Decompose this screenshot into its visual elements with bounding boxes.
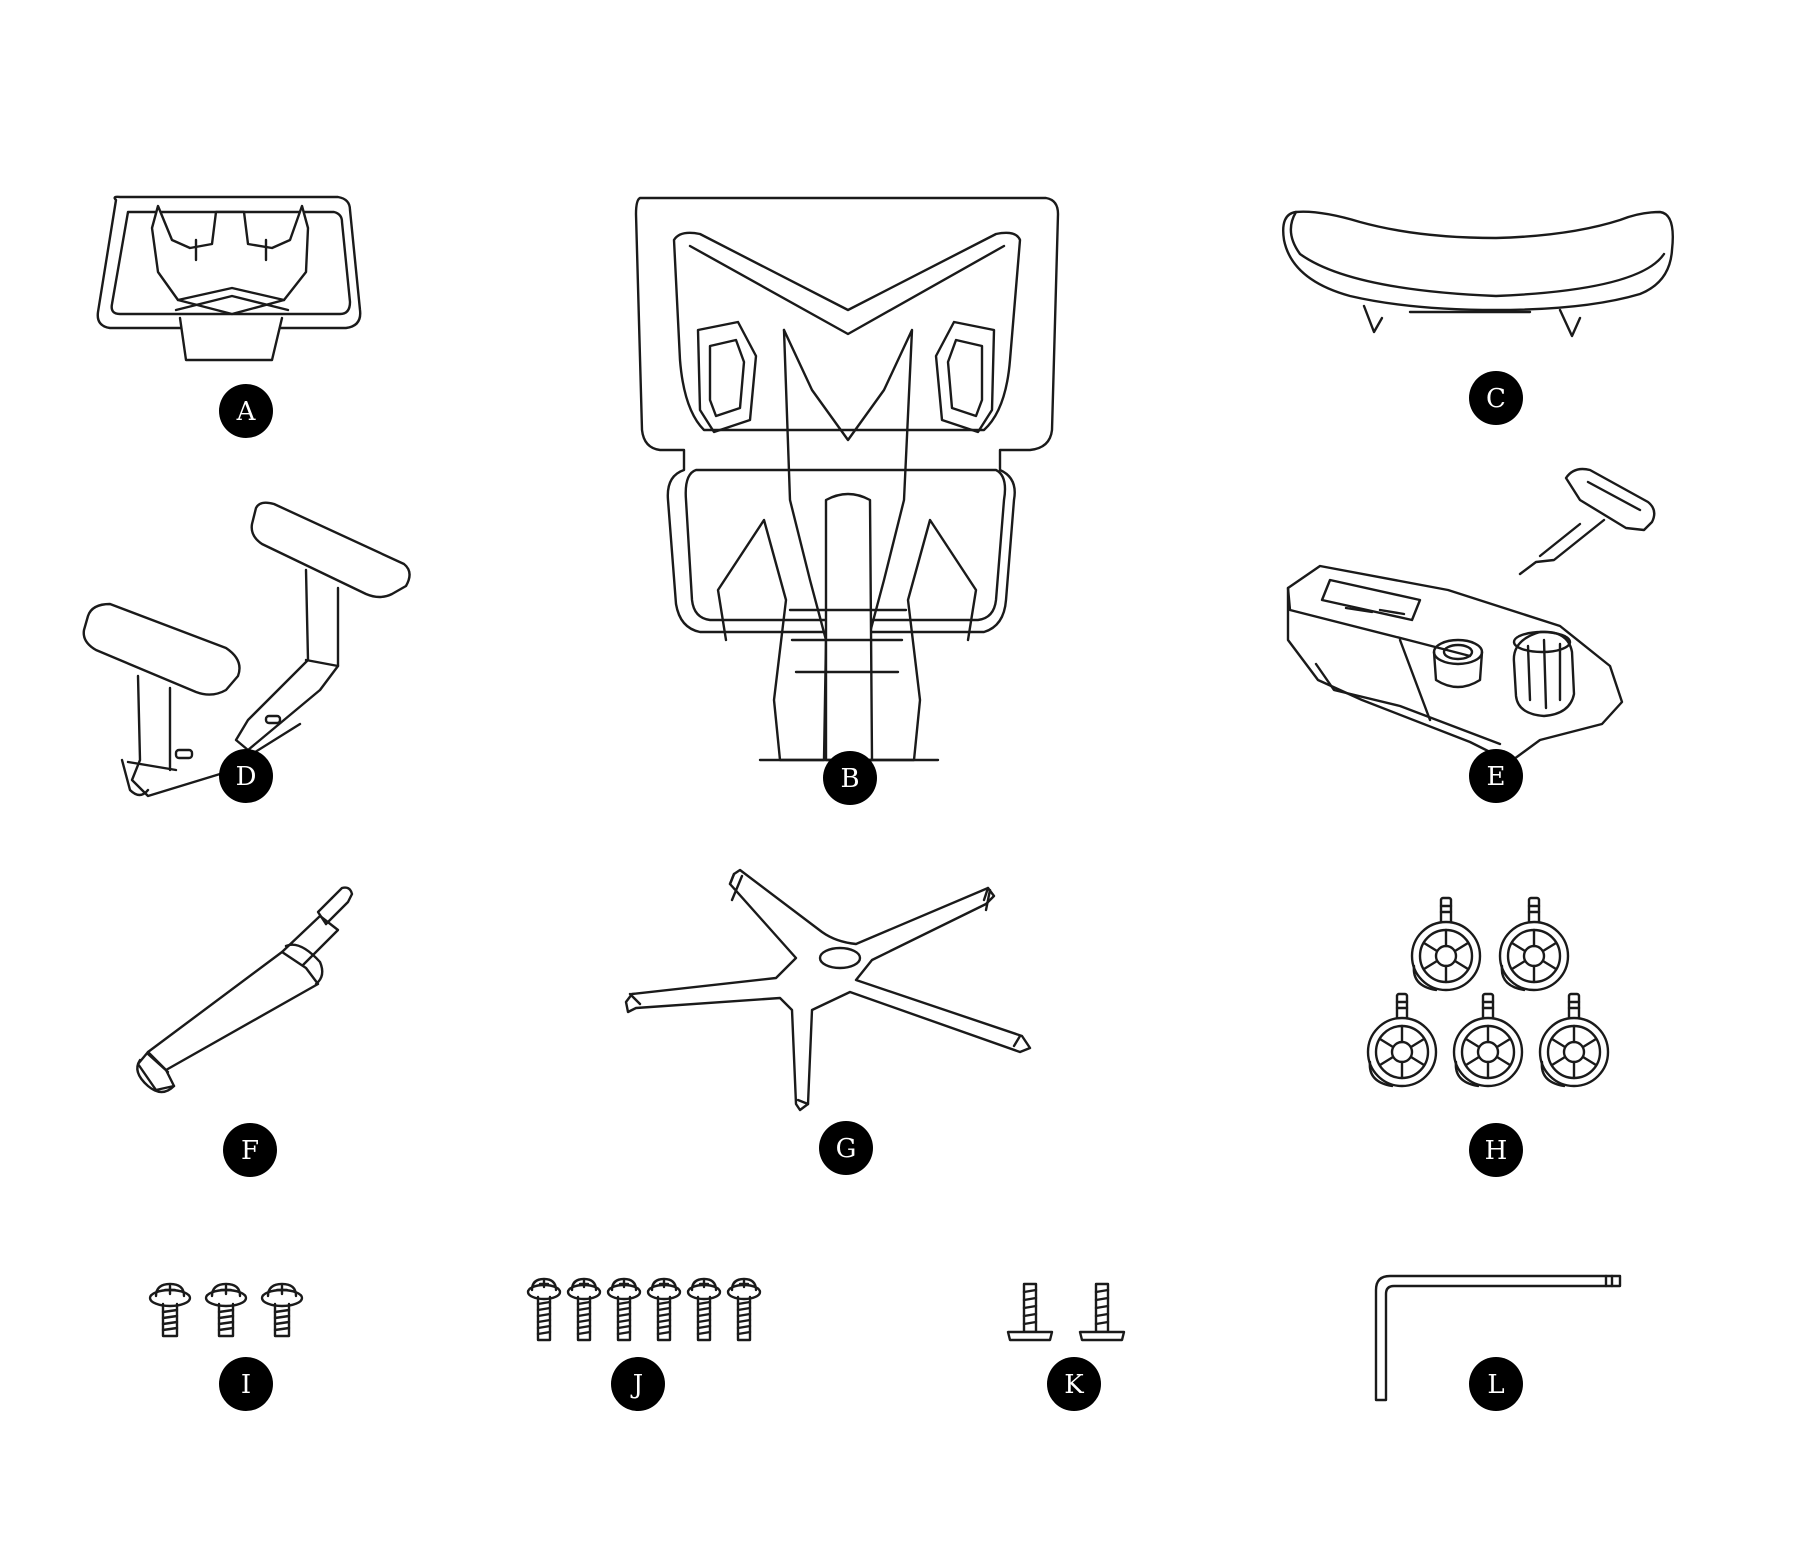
bolt-i-3 <box>260 1282 304 1338</box>
label-badge-B: B <box>823 751 877 805</box>
svg-text:A: A <box>236 397 257 427</box>
svg-text:K: K <box>1064 1370 1084 1400</box>
caster-4 <box>1452 992 1524 1088</box>
svg-text:F: F <box>241 1136 259 1166</box>
bolt-j-1 <box>526 1277 562 1342</box>
label-badge-D: D <box>219 749 273 803</box>
part-hex-key <box>1376 1276 1620 1400</box>
bolt-j-3 <box>606 1277 642 1342</box>
svg-text:J: J <box>630 1370 643 1400</box>
label-badge-G: G <box>819 1121 873 1175</box>
label-badge-I: I <box>219 1357 273 1411</box>
caster-5 <box>1538 992 1610 1088</box>
svg-text:H: H <box>1485 1136 1508 1166</box>
bolt-j-5 <box>686 1277 722 1342</box>
screw-k-2 <box>1078 1282 1126 1342</box>
svg-text:C: C <box>1486 384 1506 414</box>
svg-text:D: D <box>236 762 257 792</box>
label-badge-F: F <box>223 1123 277 1177</box>
label-badge-L: L <box>1469 1357 1523 1411</box>
part-bolts-i <box>148 1282 304 1338</box>
part-backrest <box>636 198 1058 760</box>
label-badge-J: J <box>611 1357 665 1411</box>
part-gas-cylinder <box>137 888 352 1092</box>
part-casters <box>1366 896 1610 1088</box>
label-badge-E: E <box>1469 749 1523 803</box>
part-headrest <box>98 197 360 360</box>
svg-text:L: L <box>1487 1370 1504 1400</box>
svg-text:G: G <box>836 1134 857 1164</box>
svg-text:I: I <box>241 1370 251 1400</box>
bolt-j-2 <box>566 1277 602 1342</box>
part-bolts-j <box>526 1277 762 1342</box>
part-seat-cushion <box>1283 212 1673 336</box>
screw-k-1 <box>1006 1282 1054 1342</box>
label-badge-H: H <box>1469 1123 1523 1177</box>
label-badge-A: A <box>219 384 273 438</box>
part-seat-mechanism <box>1288 469 1654 762</box>
bolt-j-6 <box>726 1277 762 1342</box>
label-badge-K: K <box>1047 1357 1101 1411</box>
bolt-j-4 <box>646 1277 682 1342</box>
caster-3 <box>1366 992 1438 1088</box>
bolt-i-2 <box>204 1282 248 1338</box>
part-five-star-base <box>626 870 1030 1110</box>
bolt-i-1 <box>148 1282 192 1338</box>
svg-text:B: B <box>840 764 859 794</box>
svg-text:E: E <box>1487 762 1506 792</box>
caster-1 <box>1410 896 1482 992</box>
caster-2 <box>1498 896 1570 992</box>
part-screws-k <box>1006 1282 1126 1342</box>
label-badge-C: C <box>1469 371 1523 425</box>
